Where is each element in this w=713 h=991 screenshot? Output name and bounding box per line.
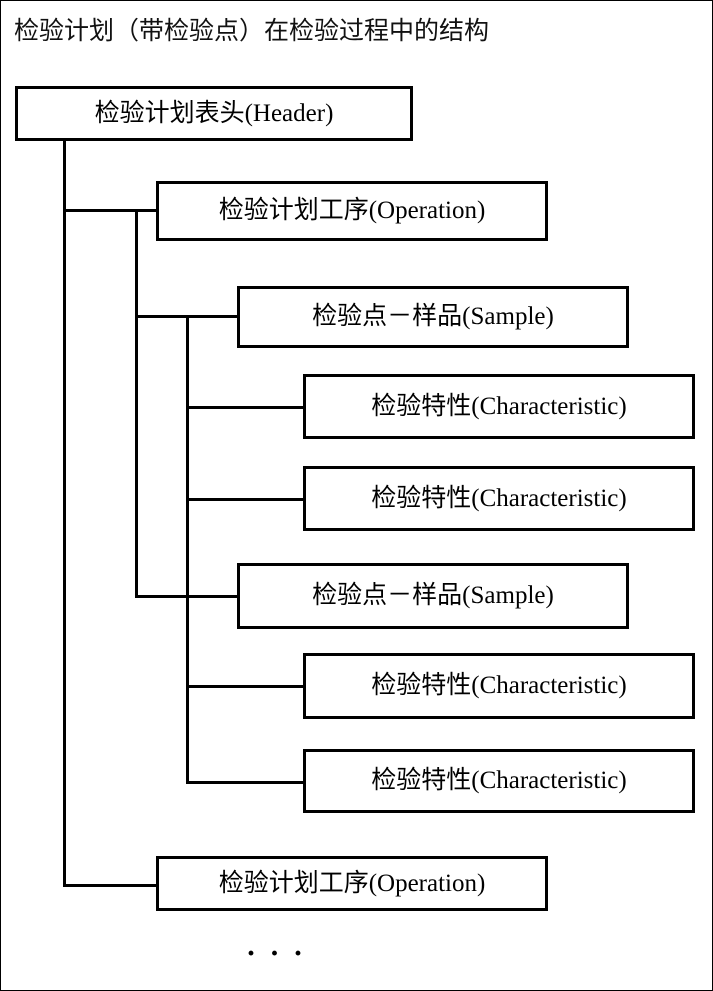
connector-to-characteristic-2 (186, 498, 305, 501)
node-operation-1[interactable]: 检验计划工序(Operation) (156, 181, 548, 241)
node-sample-1[interactable]: 检验点－样品(Sample) (237, 286, 629, 348)
connector-trunk-main (63, 141, 66, 887)
connector-to-characteristic-4 (186, 781, 305, 784)
node-sample-2[interactable]: 检验点－样品(Sample) (237, 563, 629, 629)
connector-trunk-operation-1 (135, 209, 138, 597)
connector-trunk-sample (186, 315, 189, 783)
connector-to-characteristic-1 (186, 406, 305, 409)
connector-to-operation-1 (63, 209, 158, 212)
page-title: 检验计划（带检验点）在检验过程中的结构 (14, 18, 490, 45)
node-characteristic-3[interactable]: 检验特性(Characteristic) (303, 653, 695, 719)
node-operation-2[interactable]: 检验计划工序(Operation) (156, 856, 548, 911)
node-characteristic-2[interactable]: 检验特性(Characteristic) (303, 466, 695, 531)
connector-to-characteristic-3 (186, 685, 305, 688)
connector-to-operation-2 (63, 884, 158, 887)
connector-to-sample-2 (135, 595, 239, 598)
ellipsis-more-items: · · · (246, 937, 307, 970)
node-header[interactable]: 检验计划表头(Header) (15, 86, 413, 141)
node-characteristic-1[interactable]: 检验特性(Characteristic) (303, 374, 695, 439)
node-characteristic-4[interactable]: 检验特性(Characteristic) (303, 749, 695, 813)
